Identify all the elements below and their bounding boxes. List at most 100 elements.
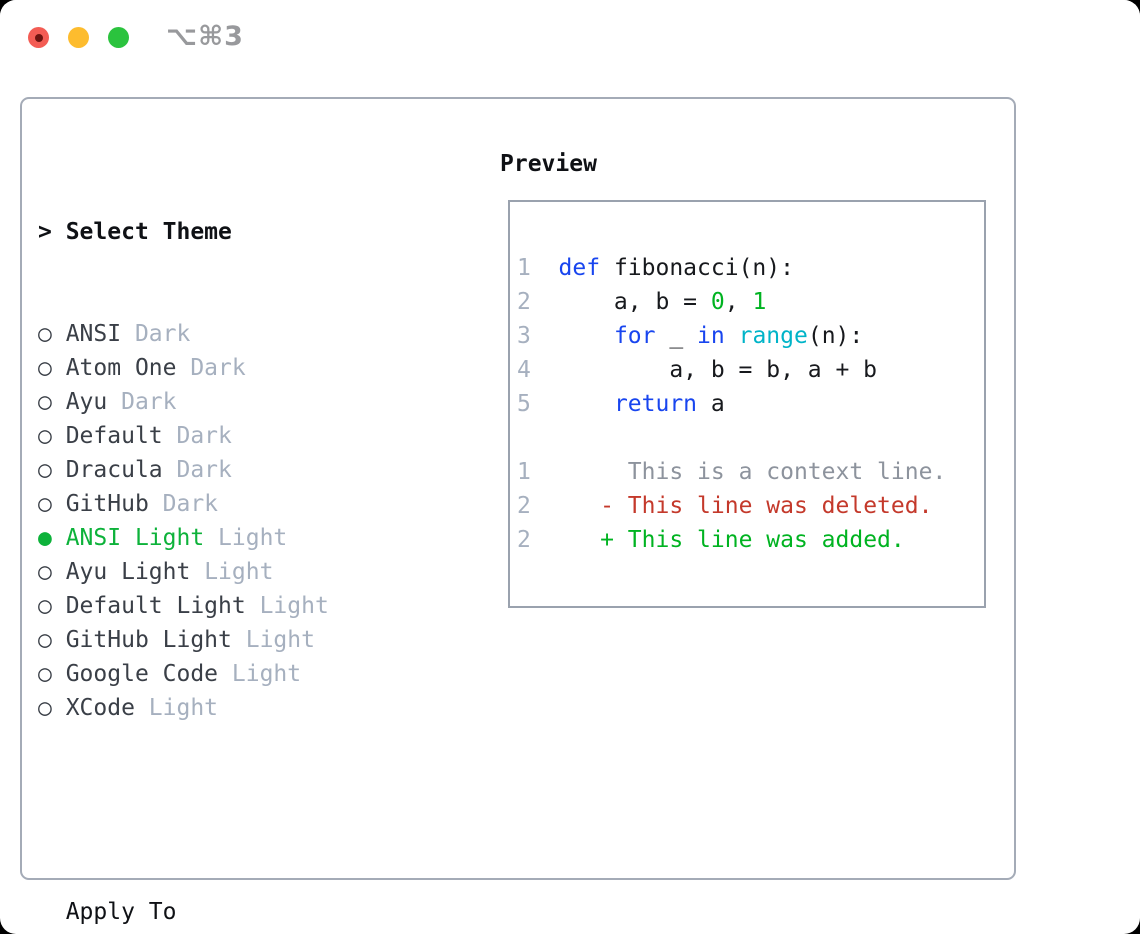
close-button-dot-icon bbox=[34, 33, 43, 42]
theme-name: Default Light bbox=[65, 593, 260, 619]
line-number: 1 bbox=[517, 459, 601, 485]
theme-variant: Light bbox=[259, 593, 329, 619]
radio-unselected-icon: ○ bbox=[38, 321, 66, 347]
line-number: 2 bbox=[517, 493, 601, 519]
code-line: 5 return a bbox=[517, 387, 946, 421]
theme-option-ansi-light[interactable]: ● ANSI Light Light bbox=[38, 521, 426, 555]
diff-line-deleted: 2 - This line was deleted. bbox=[517, 489, 946, 523]
code-token: def bbox=[558, 255, 601, 281]
radio-selected-icon: ● bbox=[38, 525, 66, 551]
theme-name: XCode bbox=[65, 695, 149, 721]
code-token: range bbox=[738, 323, 808, 349]
code-token: a, b = bbox=[558, 289, 711, 315]
code-line: 4 a, b = b, a + b bbox=[517, 353, 946, 387]
code-token bbox=[559, 391, 614, 417]
radio-unselected-icon: ○ bbox=[38, 695, 66, 721]
code-token: fibonacci(n): bbox=[600, 255, 794, 281]
theme-name: Default bbox=[65, 423, 177, 449]
theme-variant: Light bbox=[218, 525, 288, 551]
apply-to-header: Apply To bbox=[38, 895, 426, 929]
code-line: 2 a, b = 0, 1 bbox=[517, 285, 946, 319]
code-token: (n): bbox=[807, 323, 864, 349]
diff-text: + This line was added. bbox=[600, 527, 905, 553]
apply-to-header-label: Apply To bbox=[65, 899, 177, 925]
theme-variant: Dark bbox=[176, 423, 232, 449]
radio-unselected-icon: ○ bbox=[38, 593, 66, 619]
theme-name: Ayu bbox=[65, 389, 122, 415]
line-number: 2 bbox=[517, 527, 601, 553]
radio-unselected-icon: ○ bbox=[38, 627, 66, 653]
traffic-lights bbox=[28, 27, 129, 48]
code-token: for bbox=[613, 323, 656, 349]
diff-line-added: 2 + This line was added. bbox=[517, 523, 946, 557]
radio-unselected-icon: ○ bbox=[38, 389, 66, 415]
window-title: ⌥⌘3 bbox=[166, 21, 244, 52]
theme-selector-pane: > Select Theme ○ ANSI Dark○ Atom One Dar… bbox=[38, 147, 426, 934]
theme-option-atom-one[interactable]: ○ Atom One Dark bbox=[38, 351, 426, 385]
radio-unselected-icon: ○ bbox=[38, 661, 66, 687]
theme-picker-panel: > Select Theme ○ ANSI Dark○ Atom One Dar… bbox=[20, 97, 1016, 925]
minimize-button[interactable] bbox=[68, 27, 89, 48]
code-token: _ bbox=[655, 323, 698, 349]
theme-variant: Light bbox=[148, 695, 219, 721]
theme-name: GitHub Light bbox=[65, 627, 246, 653]
theme-list: ○ ANSI Dark○ Atom One Dark○ Ayu Dark○ De… bbox=[38, 317, 426, 725]
close-button[interactable] bbox=[28, 27, 49, 48]
select-theme-header-label: Select Theme bbox=[65, 219, 232, 245]
radio-unselected-icon: ○ bbox=[38, 423, 66, 449]
spacer-line bbox=[38, 793, 426, 827]
code-token: a, b = b, a + b bbox=[558, 357, 878, 383]
line-number: 5 bbox=[517, 391, 559, 417]
theme-variant: Dark bbox=[162, 491, 219, 517]
line-number: 1 bbox=[517, 255, 559, 281]
code-token: in bbox=[697, 323, 725, 349]
code-line: 1 def fibonacci(n): bbox=[517, 251, 946, 285]
line-number: 4 bbox=[517, 357, 559, 383]
code-token: return bbox=[613, 391, 698, 417]
theme-name: Atom One bbox=[65, 355, 191, 381]
code-token: a bbox=[697, 391, 725, 417]
code-token: , bbox=[724, 289, 753, 315]
titlebar: ⌥⌘3 bbox=[0, 0, 1140, 74]
radio-unselected-icon: ○ bbox=[38, 355, 66, 381]
diff-text: - This line was deleted. bbox=[600, 493, 933, 519]
theme-variant: Dark bbox=[190, 355, 246, 381]
theme-option-github-light[interactable]: ○ GitHub Light Light bbox=[38, 623, 426, 657]
radio-unselected-icon: ○ bbox=[38, 457, 66, 483]
theme-variant: Light bbox=[245, 627, 315, 653]
spacer-line bbox=[517, 421, 946, 455]
theme-option-ayu-light[interactable]: ○ Ayu Light Light bbox=[38, 555, 426, 589]
theme-option-ayu[interactable]: ○ Ayu Dark bbox=[38, 385, 426, 419]
code-token bbox=[725, 323, 739, 349]
theme-option-github[interactable]: ○ GitHub Dark bbox=[38, 487, 426, 521]
code-token: 0 bbox=[710, 289, 725, 315]
code-line: 3 for _ in range(n): bbox=[517, 319, 946, 353]
theme-option-default[interactable]: ○ Default Dark bbox=[38, 419, 426, 453]
theme-name: GitHub bbox=[65, 491, 163, 517]
preview-header: Preview bbox=[500, 151, 597, 177]
code-token: 1 bbox=[752, 289, 767, 315]
radio-unselected-icon: ○ bbox=[38, 491, 66, 517]
theme-variant: Dark bbox=[176, 457, 232, 483]
diff-line-context: 1 This is a context line. bbox=[517, 455, 946, 489]
theme-variant: Light bbox=[204, 559, 274, 585]
select-theme-header: > Select Theme bbox=[38, 215, 426, 249]
code-token bbox=[559, 323, 614, 349]
theme-option-google-code[interactable]: ○ Google Code Light bbox=[38, 657, 426, 691]
theme-name: Dracula bbox=[65, 457, 177, 483]
theme-option-default-light[interactable]: ○ Default Light Light bbox=[38, 589, 426, 623]
line-number: 3 bbox=[517, 323, 559, 349]
theme-option-dracula[interactable]: ○ Dracula Dark bbox=[38, 453, 426, 487]
theme-option-ansi[interactable]: ○ ANSI Dark bbox=[38, 317, 426, 351]
zoom-button[interactable] bbox=[108, 27, 129, 48]
theme-name: Ayu Light bbox=[65, 559, 205, 585]
diff-text: This is a context line. bbox=[600, 459, 947, 485]
theme-variant: Dark bbox=[121, 389, 177, 415]
theme-name: Google Code bbox=[65, 661, 232, 687]
line-number: 2 bbox=[517, 289, 559, 315]
theme-option-xcode[interactable]: ○ XCode Light bbox=[38, 691, 426, 725]
prompt-chevron-icon: > bbox=[38, 219, 66, 245]
